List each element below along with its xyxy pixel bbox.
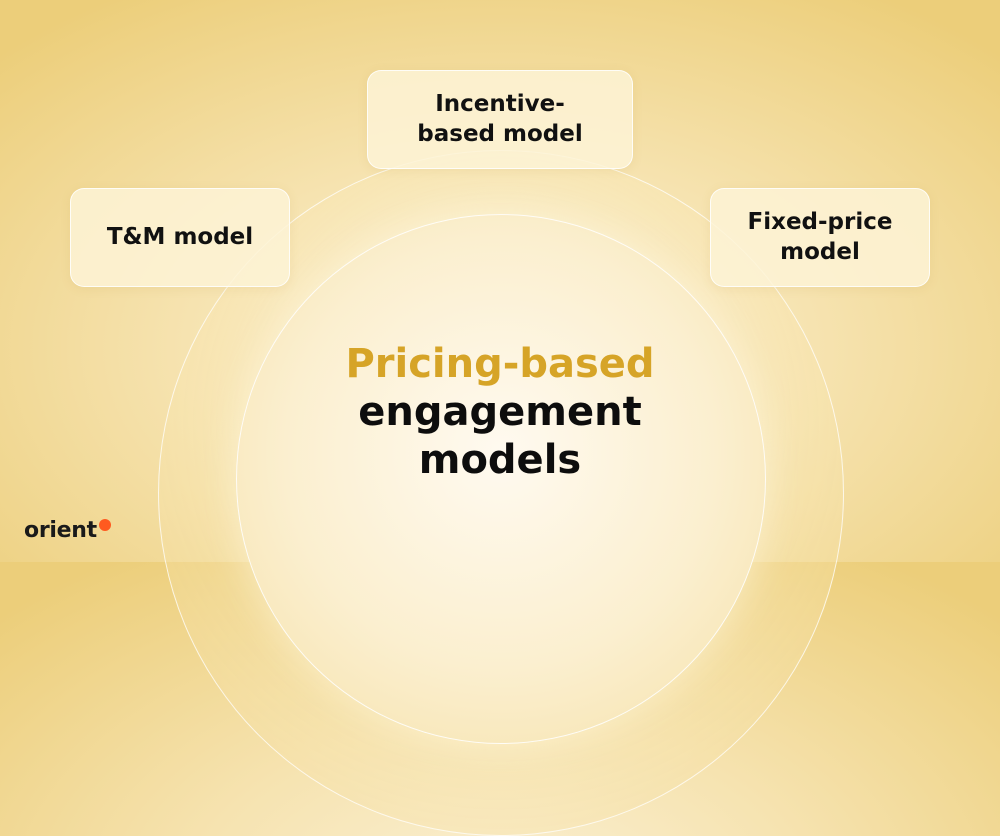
- logo-wordmark: orient: [24, 517, 97, 543]
- center-title-line3: models: [418, 437, 582, 483]
- node-label: Incentive-based model: [417, 91, 583, 147]
- node-fixed-price-model: Fixed-price model: [710, 188, 930, 287]
- node-label: Fixed-price model: [747, 209, 893, 265]
- node-incentive-based-model: Incentive-based model: [367, 70, 633, 169]
- center-title: Pricing-based engagement models: [300, 340, 700, 484]
- diagram-canvas: Incentive-based model T&M model Fixed-pr…: [24, 70, 930, 836]
- logo-dot-icon: [98, 519, 111, 531]
- center-title-line2: engagement: [358, 389, 642, 435]
- center-title-accent: Pricing-based: [345, 341, 655, 387]
- node-tm-model: T&M model: [70, 188, 290, 287]
- orient-logo: orient: [24, 516, 111, 544]
- node-label: T&M model: [106, 223, 254, 250]
